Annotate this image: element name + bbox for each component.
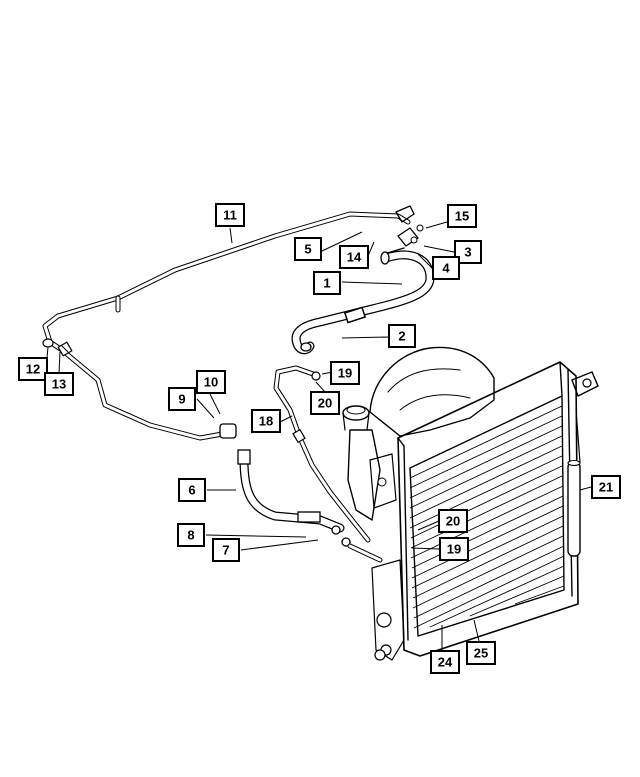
callout-2: 2 (388, 324, 416, 348)
discharge-hose (219, 423, 383, 563)
pressure-fitting (383, 205, 424, 255)
svg-text:3: 3 (464, 245, 471, 260)
callout-10: 10 (196, 370, 226, 394)
callout-14: 14 (339, 245, 369, 269)
condenser-line (273, 365, 371, 543)
svg-text:1: 1 (323, 276, 330, 291)
svg-text:21: 21 (599, 480, 613, 495)
svg-text:13: 13 (52, 377, 66, 392)
svg-text:24: 24 (438, 655, 453, 670)
svg-text:2: 2 (398, 329, 405, 344)
svg-text:18: 18 (259, 414, 273, 429)
svg-text:20: 20 (446, 514, 460, 529)
callout-13: 13 (44, 372, 74, 396)
callout-21: 21 (591, 475, 621, 499)
callout-5: 5 (294, 237, 322, 261)
svg-text:11: 11 (223, 208, 237, 223)
svg-text:25: 25 (474, 646, 488, 661)
callout-25: 25 (466, 641, 496, 665)
callout-8: 8 (177, 523, 205, 547)
svg-text:19: 19 (447, 542, 461, 557)
callout-19-lower: 19 (439, 537, 469, 561)
svg-text:7: 7 (222, 543, 229, 558)
callout-7: 7 (212, 538, 240, 562)
callout-9: 9 (168, 387, 196, 411)
radiator-condenser-assembly (374, 361, 599, 661)
callout-20-upper: 20 (310, 391, 340, 415)
line-fitting (42, 338, 73, 357)
callout-20-lower: 20 (438, 509, 468, 533)
callout-18: 18 (251, 409, 281, 433)
callout-11: 11 (215, 203, 245, 227)
callout-12: 12 (18, 357, 48, 381)
suction-hose (291, 250, 435, 355)
svg-text:8: 8 (187, 528, 194, 543)
svg-text:19: 19 (338, 366, 352, 381)
svg-text:5: 5 (304, 242, 311, 257)
svg-text:4: 4 (442, 261, 450, 276)
callout-1: 1 (313, 271, 341, 295)
svg-text:10: 10 (204, 375, 218, 390)
callout-15: 15 (447, 204, 477, 228)
callout-24: 24 (430, 650, 460, 674)
svg-text:12: 12 (26, 362, 40, 377)
radiator-fins (409, 405, 565, 629)
svg-text:9: 9 (178, 392, 185, 407)
liquid-line-tube (42, 211, 411, 441)
svg-text:20: 20 (318, 396, 332, 411)
callout-6: 6 (178, 478, 206, 502)
svg-text:15: 15 (455, 209, 469, 224)
callout-19-upper: 19 (330, 361, 360, 385)
callout-3: 3 (454, 240, 482, 264)
svg-text:14: 14 (347, 250, 362, 265)
svg-text:6: 6 (188, 483, 195, 498)
receiver-drier (567, 409, 581, 557)
callout-4: 4 (432, 256, 460, 280)
leader-lines (46, 221, 592, 650)
